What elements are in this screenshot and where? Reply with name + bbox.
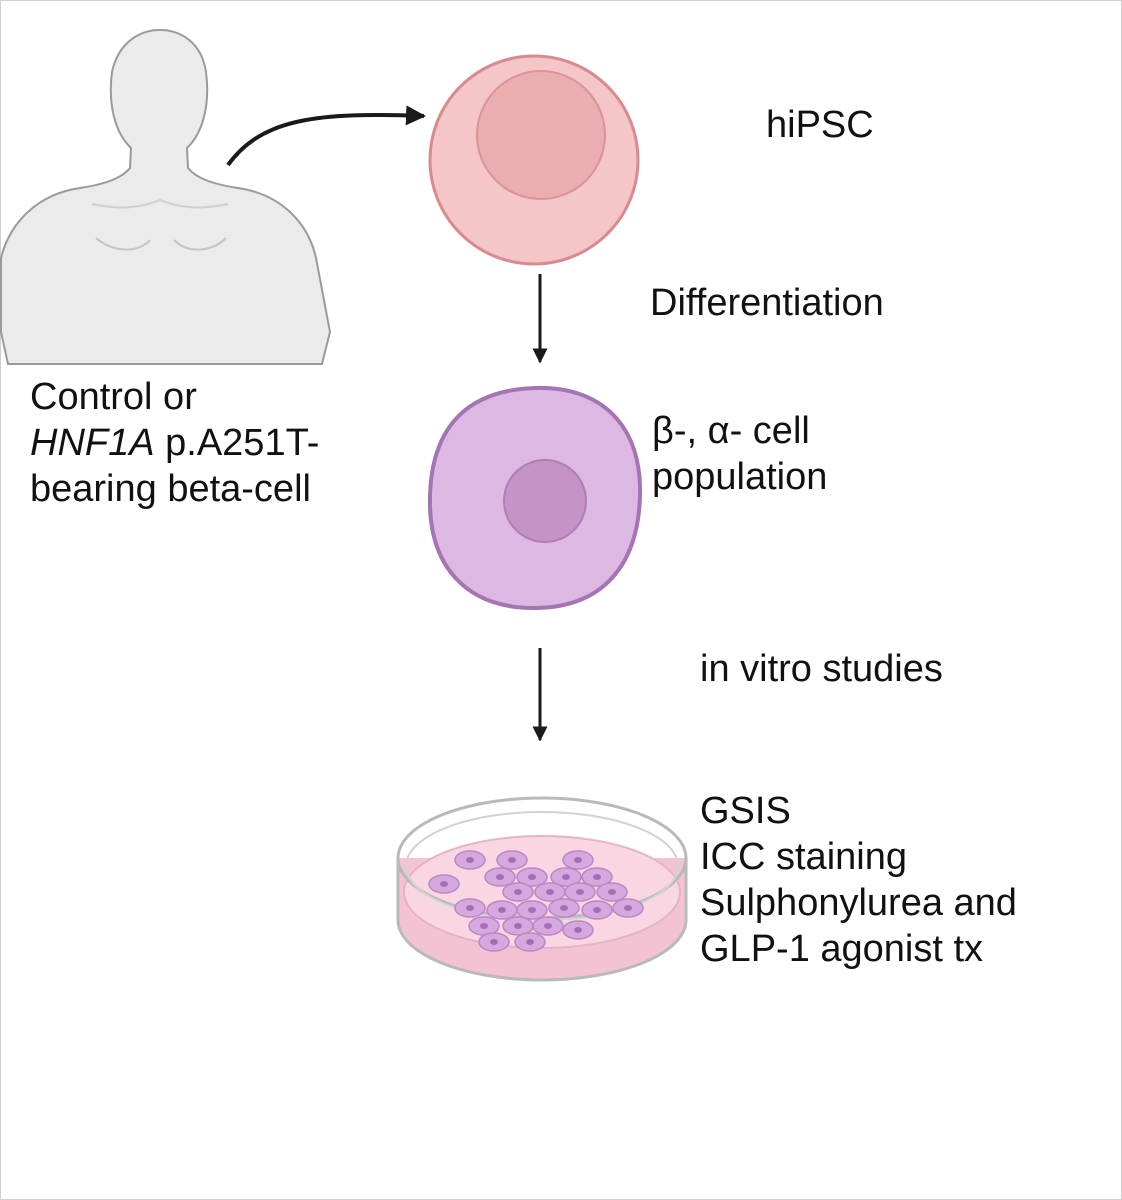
dish-cell-nucleus (440, 881, 448, 887)
hipsc-cell-icon (428, 54, 640, 266)
dish-cell-nucleus (593, 874, 601, 880)
dish-cell-nucleus (574, 927, 582, 933)
dish-cell-nucleus (508, 857, 516, 863)
dish-cell-cluster (428, 850, 644, 952)
source-label: Control or HNF1A p.A251T- bearing beta-c… (30, 374, 319, 512)
dish-cell-nucleus (608, 889, 616, 895)
assay-sulphonylurea: Sulphonylurea and (700, 882, 1017, 924)
arrow-to-hipsc (226, 105, 426, 167)
source-label-line3: bearing beta-cell (30, 468, 311, 510)
differentiation-label: Differentiation (650, 282, 884, 324)
dish-cell-nucleus (593, 907, 601, 913)
assay-list: GSIS ICC staining Sulphonylurea and GLP-… (700, 788, 1017, 972)
dish-cell-nucleus (546, 889, 554, 895)
dish-cell-nucleus (544, 923, 552, 929)
dish-cell-nucleus (490, 939, 498, 945)
variant-name: p.A251T- (154, 422, 320, 464)
population-label: β-, α- cell population (652, 408, 827, 500)
hipsc-label: hiPSC (766, 104, 874, 146)
source-label-line2: HNF1A p.A251T- (30, 420, 319, 466)
dish-cell-nucleus (528, 874, 536, 880)
dish-cell-nucleus (562, 874, 570, 880)
dish-cell-nucleus (526, 939, 534, 945)
assay-glp1: GLP-1 agonist tx (700, 928, 984, 970)
gene-name: HNF1A (30, 422, 155, 464)
population-label-line2: population (652, 456, 828, 498)
dish-cell-nucleus (528, 907, 536, 913)
dish-cell-nucleus (576, 889, 584, 895)
assay-gsis: GSIS (700, 790, 791, 832)
differentiated-cell-icon (427, 385, 643, 611)
petri-dish-icon (396, 796, 688, 982)
dish-cell-nucleus (496, 874, 504, 880)
dish-cell-nucleus (514, 889, 522, 895)
in-vitro-studies-label: in vitro studies (700, 648, 943, 690)
dish-cell-nucleus (624, 905, 632, 911)
dish-cell-nucleus (480, 923, 488, 929)
population-label-line1: β-, α- cell (652, 410, 810, 452)
dish-cell-nucleus (466, 857, 474, 863)
dish-cell-nucleus (574, 857, 582, 863)
dish-cell-nucleus (514, 923, 522, 929)
source-label-line1: Control or (30, 376, 197, 418)
human-silhouette-icon (0, 28, 332, 365)
dish-cell-nucleus (560, 905, 568, 911)
assay-icc-staining: ICC staining (700, 836, 907, 878)
dish-cell-nucleus (466, 905, 474, 911)
dish-cell-nucleus (498, 907, 506, 913)
